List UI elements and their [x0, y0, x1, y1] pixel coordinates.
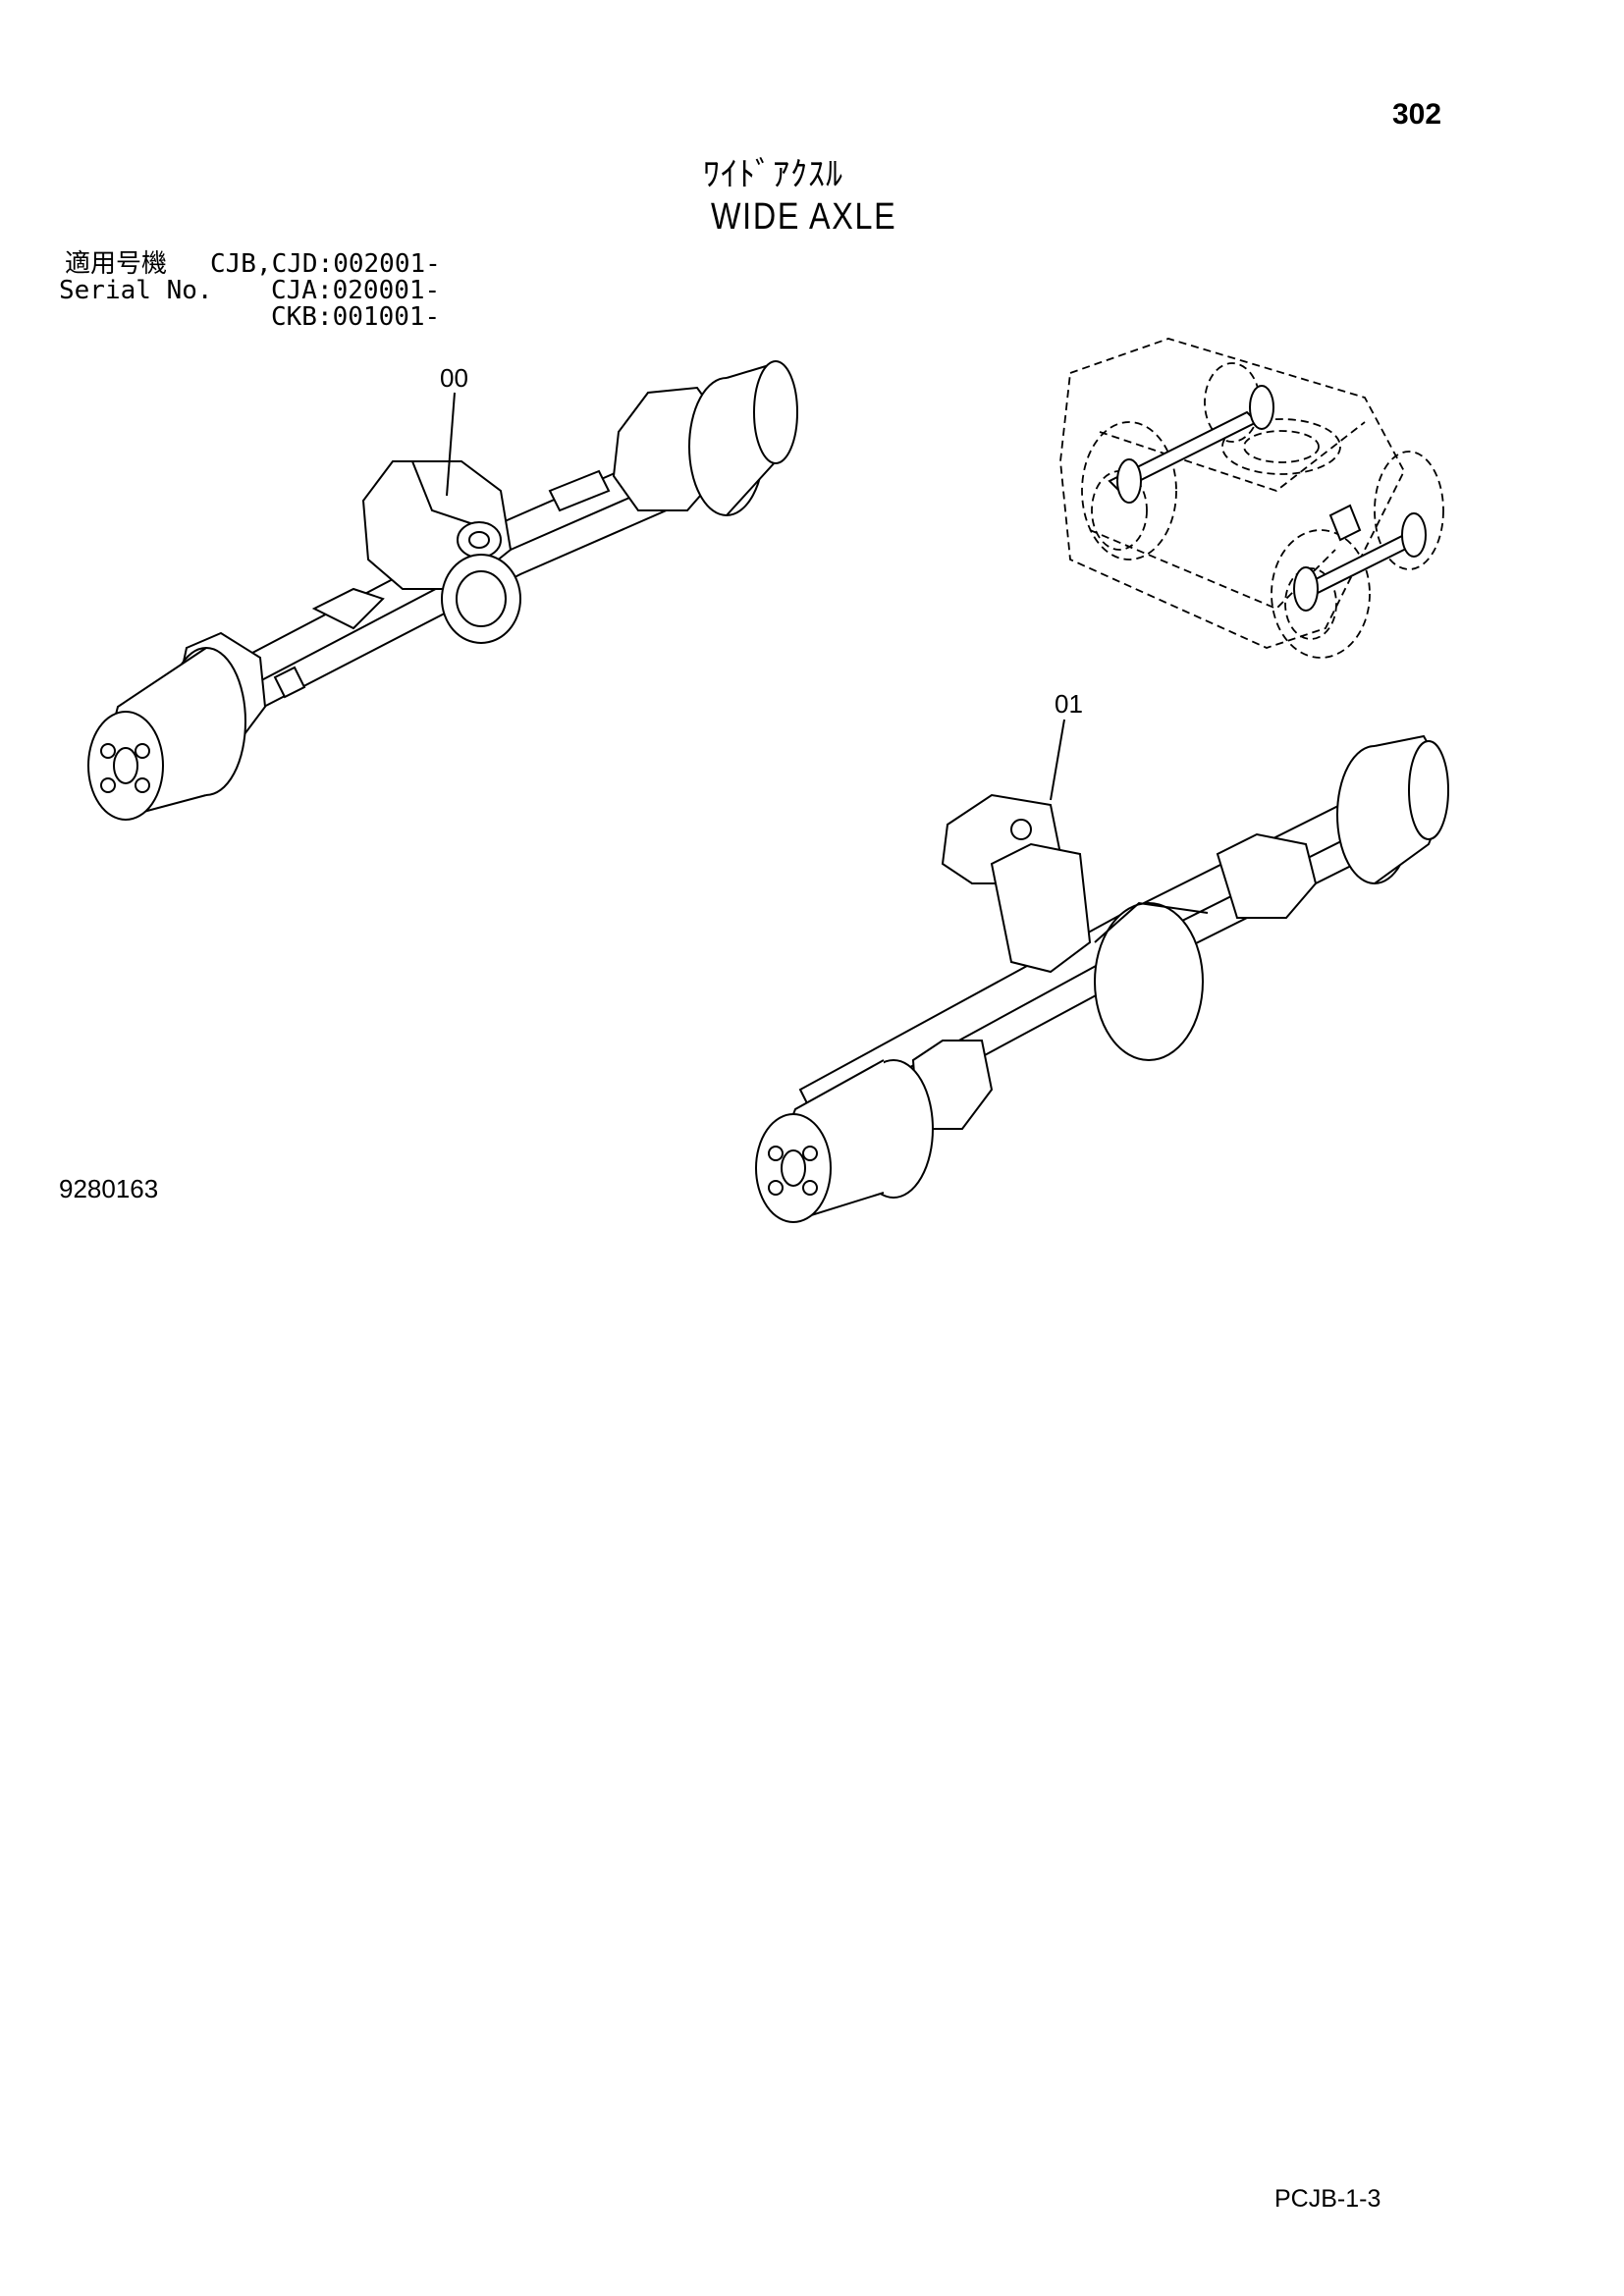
- callout-label-00: 00: [440, 363, 468, 393]
- page-number: 302: [1392, 98, 1442, 131]
- callout-label-01: 01: [1055, 689, 1083, 719]
- serial-range-2: CJA:020001-: [271, 276, 441, 305]
- callout-leader-00: [446, 392, 456, 497]
- footer-page-code: PCJB-1-3: [1274, 2185, 1381, 2213]
- rear-axle-drawing: [755, 734, 1449, 1223]
- serial-range-3: CKB:001001-: [271, 302, 441, 332]
- inset-axles: [1108, 385, 1427, 612]
- serial-label-japanese: 適用号機: [65, 249, 168, 279]
- serial-label: Serial No.: [59, 276, 213, 305]
- machine-location-inset: [1059, 338, 1444, 659]
- page-title: WIDE AXLE: [711, 196, 897, 238]
- page-title-japanese: ﾜｲﾄﾞｱｸｽﾙ: [703, 155, 843, 194]
- front-axle-drawing: [87, 360, 798, 821]
- drawing-number: 9280163: [59, 1174, 159, 1203]
- serial-range-1: CJB,CJD:002001-: [210, 249, 441, 279]
- callout-leader-01: [1050, 719, 1065, 801]
